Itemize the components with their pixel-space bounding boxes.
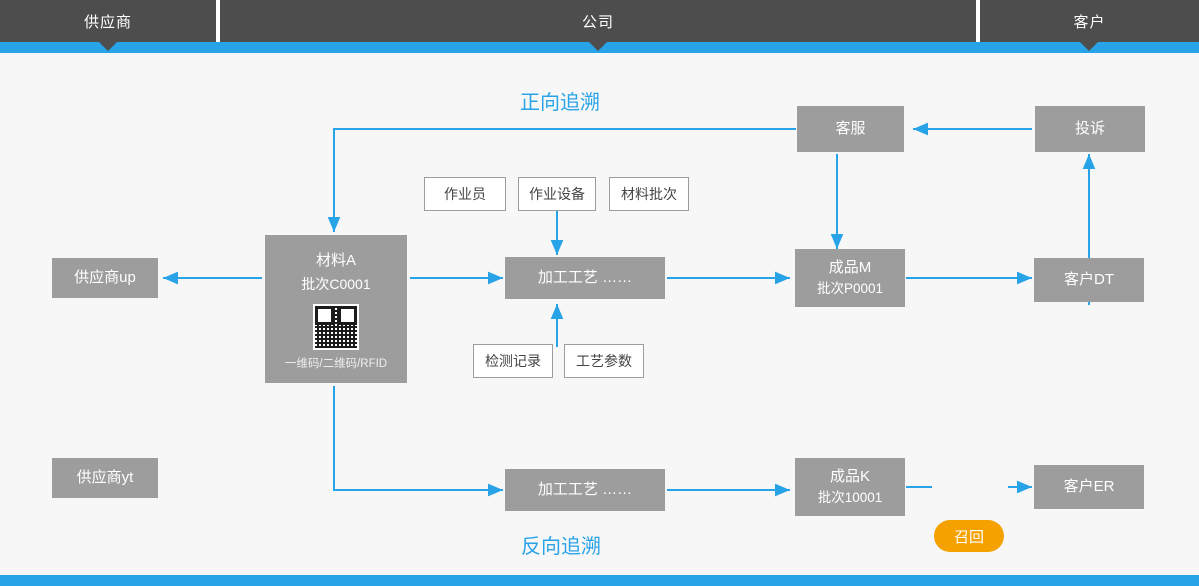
reverse-trace-title: 反向追溯 bbox=[521, 536, 601, 558]
node-process-bottom-label: 加工工艺 …… bbox=[537, 480, 633, 498]
node-customer-dt-label: 客户DT bbox=[1064, 270, 1114, 288]
node-supplier-yt[interactable]: 供应商yt bbox=[52, 458, 158, 498]
attr-process-params-label: 工艺参数 bbox=[576, 353, 632, 369]
attr-equipment[interactable]: 作业设备 bbox=[518, 177, 596, 211]
attr-equipment-label: 作业设备 bbox=[529, 186, 585, 202]
node-recall-label: 召回 bbox=[953, 528, 984, 546]
attr-material-batch-label: 材料批次 bbox=[621, 186, 677, 202]
node-material-a-code-note: 一维码/二维码/RFID bbox=[284, 358, 388, 370]
node-material-a-title: 材料A bbox=[315, 252, 356, 269]
column-header-customer-label: 客户 bbox=[1073, 13, 1106, 31]
node-complaint[interactable]: 投诉 bbox=[1035, 106, 1145, 152]
node-supplier-yt-label: 供应商yt bbox=[76, 468, 134, 486]
attr-process-params[interactable]: 工艺参数 bbox=[564, 344, 644, 378]
attr-inspection-record-label: 检测记录 bbox=[485, 353, 541, 369]
column-header-company-label: 公司 bbox=[581, 13, 614, 31]
node-process-bottom[interactable]: 加工工艺 …… bbox=[505, 469, 665, 511]
attr-operator-label: 作业员 bbox=[444, 186, 486, 202]
node-customer-service-label: 客服 bbox=[835, 119, 866, 137]
column-header-company-pointer-icon bbox=[589, 42, 607, 51]
node-process-top-label: 加工工艺 …… bbox=[537, 268, 633, 286]
column-header-customer-pointer-icon bbox=[1080, 42, 1098, 51]
qr-code-icon bbox=[313, 304, 359, 350]
node-product-m-batch: 批次P0001 bbox=[816, 281, 884, 297]
node-product-k-batch: 批次10001 bbox=[817, 490, 883, 506]
node-complaint-label: 投诉 bbox=[1074, 119, 1105, 137]
attr-inspection-record[interactable]: 检测记录 bbox=[473, 344, 553, 378]
column-header-customer: 客户 bbox=[980, 0, 1199, 42]
node-material-a[interactable]: 材料A 批次C0001 一维码/二维码/RFID bbox=[265, 235, 407, 383]
node-product-m[interactable]: 成品M 批次P0001 bbox=[795, 249, 905, 307]
node-customer-service[interactable]: 客服 bbox=[797, 106, 904, 152]
node-material-a-batch: 批次C0001 bbox=[301, 276, 371, 292]
node-customer-er-label: 客户ER bbox=[1063, 477, 1115, 495]
node-customer-dt[interactable]: 客户DT bbox=[1034, 258, 1144, 302]
node-process-top[interactable]: 加工工艺 …… bbox=[505, 257, 665, 299]
flow-diagram-area: 正向追溯 反向追溯 供应商up 供应商yt 材料A 批次C0001 一维码/二维… bbox=[0, 53, 1199, 575]
column-header-supplier-pointer-icon bbox=[99, 42, 117, 51]
column-header-band: 供应商 公司 客户 bbox=[0, 0, 1199, 51]
column-header-supplier-label: 供应商 bbox=[83, 13, 132, 31]
accent-bar-bottom bbox=[0, 575, 1199, 586]
node-product-k[interactable]: 成品K 批次10001 bbox=[795, 458, 905, 516]
node-supplier-up-label: 供应商up bbox=[74, 268, 136, 286]
forward-trace-title: 正向追溯 bbox=[520, 92, 600, 114]
attr-operator[interactable]: 作业员 bbox=[424, 177, 506, 211]
node-recall[interactable]: 召回 bbox=[934, 520, 1004, 552]
node-product-k-title: 成品K bbox=[829, 467, 870, 485]
attr-material-batch[interactable]: 材料批次 bbox=[609, 177, 689, 211]
column-header-company: 公司 bbox=[220, 0, 976, 42]
node-customer-er[interactable]: 客户ER bbox=[1034, 465, 1144, 509]
node-supplier-up[interactable]: 供应商up bbox=[52, 258, 158, 298]
node-product-m-title: 成品M bbox=[828, 258, 872, 276]
column-header-supplier: 供应商 bbox=[0, 0, 216, 42]
